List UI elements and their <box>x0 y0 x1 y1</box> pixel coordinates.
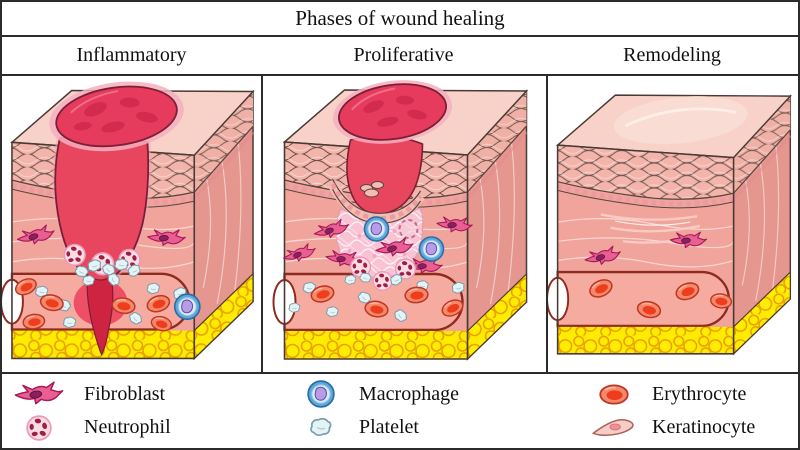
legend-column-1: Fibroblast Neutrophil <box>2 374 263 448</box>
legend-label: Erythrocyte <box>652 382 747 405</box>
legend-item-erythrocyte: Erythrocyte <box>548 378 798 411</box>
inflammatory-illustration <box>2 81 255 361</box>
legend-label: Keratinocyte <box>652 416 756 439</box>
neutrophil-icon <box>2 414 76 442</box>
legend-item-fibroblast: Fibroblast <box>2 378 263 411</box>
legend-label: Macrophage <box>359 382 459 405</box>
legend-item-platelet: Platelet <box>263 411 548 444</box>
phase-header-inflammatory: Inflammatory <box>76 44 187 66</box>
keratinocyte-icon <box>584 416 644 439</box>
phase-header-remodeling: Remodeling <box>623 44 721 66</box>
panel-remodeling <box>548 76 798 372</box>
fibroblast-icon <box>2 379 76 409</box>
legend-column-3: Erythrocyte Keratinocyte <box>548 374 798 448</box>
remodeling-illustration <box>548 94 792 356</box>
phase-header-row: Inflammatory Proliferative Remodeling <box>2 37 798 76</box>
panel-proliferative <box>261 76 548 372</box>
legend-label: Fibroblast <box>84 382 166 405</box>
legend-item-keratinocyte: Keratinocyte <box>548 411 798 444</box>
platelet-icon <box>291 416 351 439</box>
figure-title: Phases of wound healing <box>2 2 798 37</box>
legend-column-2: Macrophage Platelet <box>263 374 548 448</box>
legend: Fibroblast Neutrophil Macrophage Plat <box>2 374 798 448</box>
macrophage-icon <box>291 379 351 409</box>
panel-inflammatory <box>2 76 261 372</box>
legend-item-neutrophil: Neutrophil <box>2 411 263 444</box>
legend-label: Neutrophil <box>84 416 171 439</box>
proliferative-illustration <box>272 80 529 361</box>
panels-row <box>2 76 798 374</box>
phase-header-proliferative: Proliferative <box>353 44 454 66</box>
legend-item-macrophage: Macrophage <box>263 378 548 411</box>
figure-title-text: Phases of wound healing <box>295 6 505 30</box>
legend-label: Platelet <box>359 416 419 439</box>
erythrocyte-icon <box>584 383 644 406</box>
